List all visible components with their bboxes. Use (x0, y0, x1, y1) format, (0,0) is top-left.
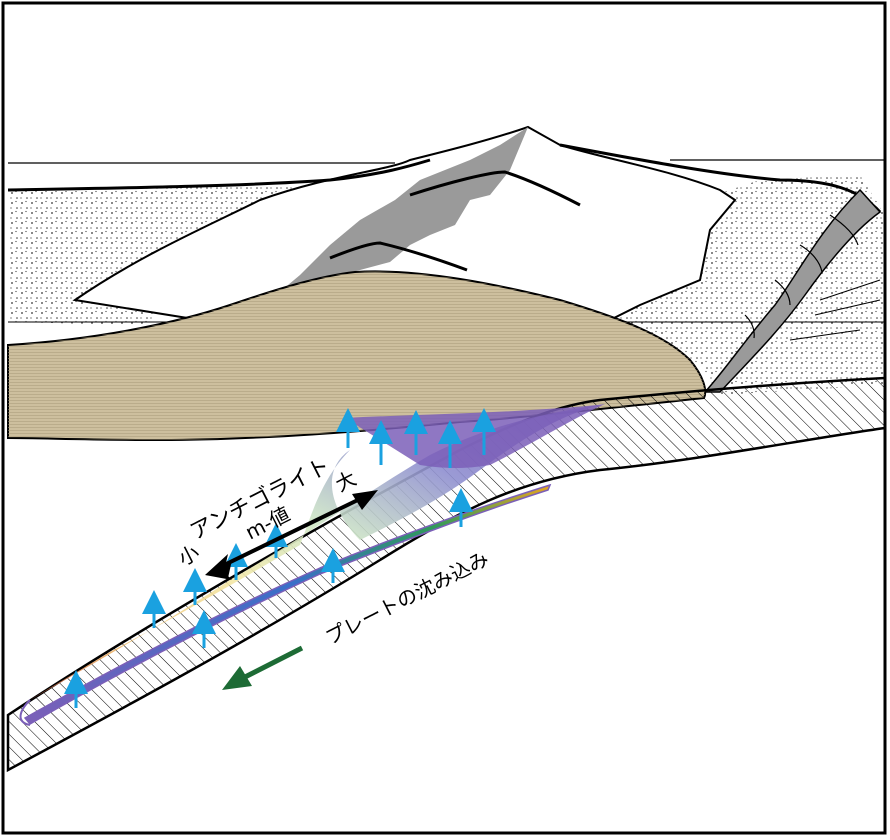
crest-line-left (7, 158, 431, 192)
crest-line-right (559, 143, 882, 214)
accretionary-wedge-texture (8, 271, 706, 440)
slab-tip-outline (19, 699, 31, 726)
fluid-upwelling-arrows (64, 408, 496, 708)
ridge-line-upper (409, 170, 581, 207)
ridge-line-lower (329, 241, 468, 272)
subduction-direction-arrow (222, 645, 304, 690)
m-value-double-arrow (205, 490, 378, 580)
antigorite-zone (30, 405, 600, 700)
strata-lines-right (789, 279, 881, 341)
thrust-ticks (744, 214, 859, 339)
